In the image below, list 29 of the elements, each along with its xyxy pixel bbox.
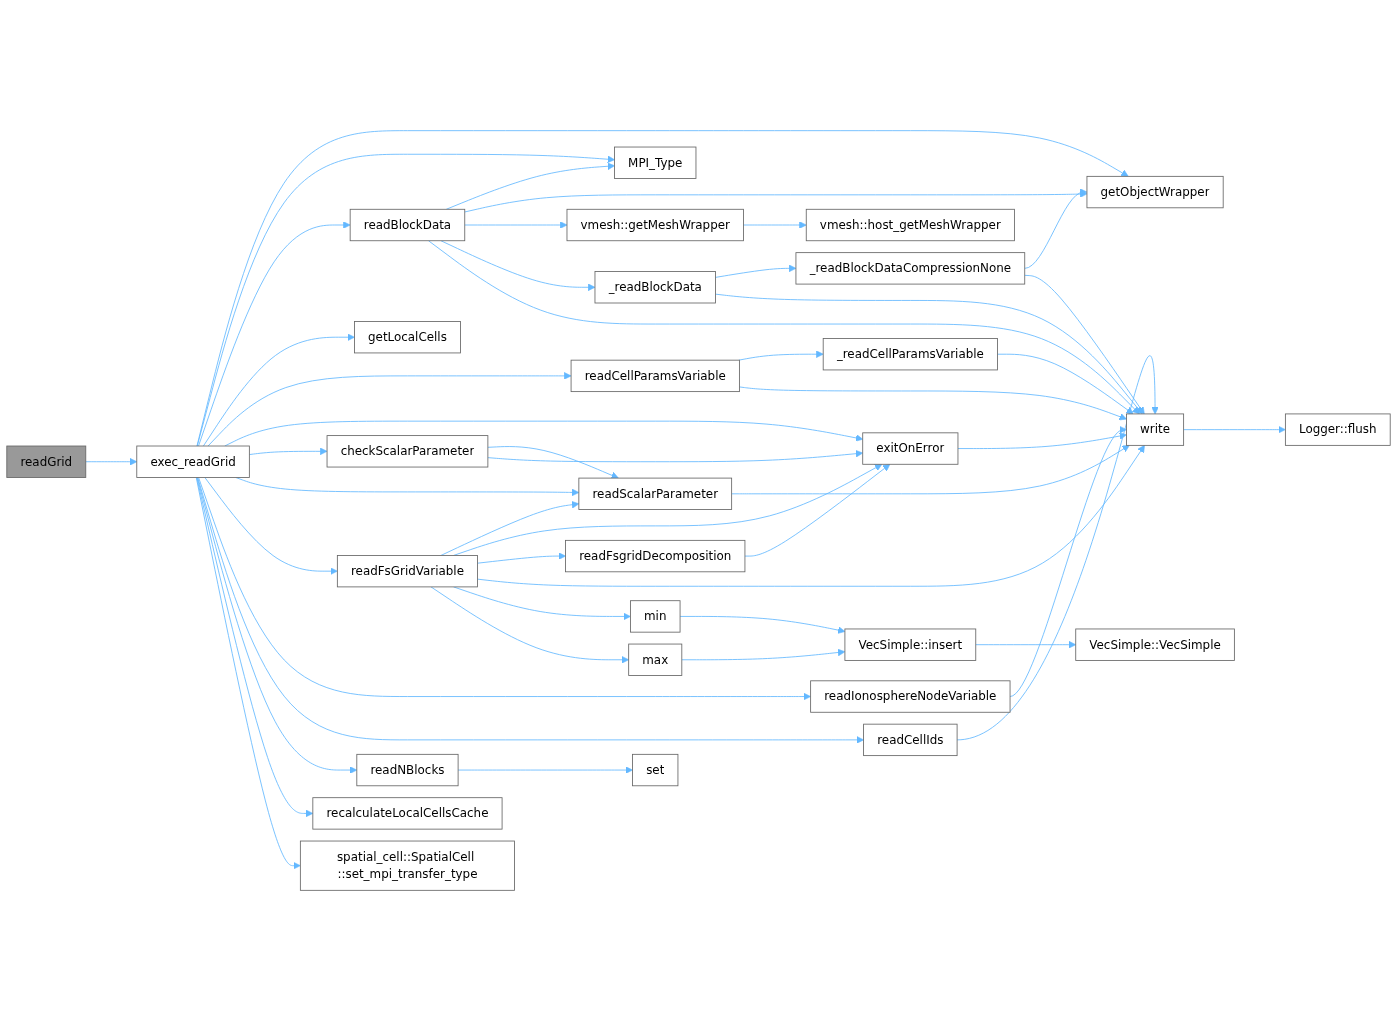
function-box: getObjectWrapper (1086, 175, 1224, 209)
function-box: VecSimple::VecSimple (1075, 628, 1235, 661)
function-box: Logger::flush (1284, 413, 1391, 446)
function-box: readNBlocks (356, 753, 459, 787)
function-box: min (630, 600, 681, 633)
function-box: max (628, 643, 683, 676)
function-box: MPI_Type (614, 146, 697, 179)
function-box: readScalarParameter (578, 477, 733, 510)
function-box: write (1126, 413, 1185, 446)
function-box: readCellIds (863, 723, 958, 757)
function-box: checkScalarParameter (326, 435, 489, 468)
function-box: set (632, 753, 679, 787)
function-box: _readCellParamsVariable (822, 338, 998, 371)
function-box: exec_readGrid (136, 445, 250, 478)
function-box: recalculateLocalCellsCache (312, 797, 503, 830)
function-box: _readBlockDataCompressionNone (795, 252, 1026, 285)
function-box: readCellParamsVariable (570, 359, 740, 393)
function-box: readFsgridDecomposition (565, 539, 746, 573)
function-box: vmesh::host_getMeshWrapper (805, 208, 1015, 242)
function-box: _readBlockData (594, 271, 716, 304)
function-box: vmesh::getMeshWrapper (566, 208, 744, 242)
function-box: readFsGridVariable (336, 555, 478, 588)
function-box: getLocalCells (354, 321, 461, 354)
function-box: exitOnError (862, 432, 959, 465)
function-box: readBlockData (349, 208, 466, 242)
function-box: VecSimple::insert (844, 628, 977, 661)
function-box: readGrid (6, 445, 87, 478)
function-box: readIonosphereNodeVariable (810, 680, 1011, 713)
function-box: spatial_cell::SpatialCell ::set_mpi_transfer_type (299, 840, 515, 891)
